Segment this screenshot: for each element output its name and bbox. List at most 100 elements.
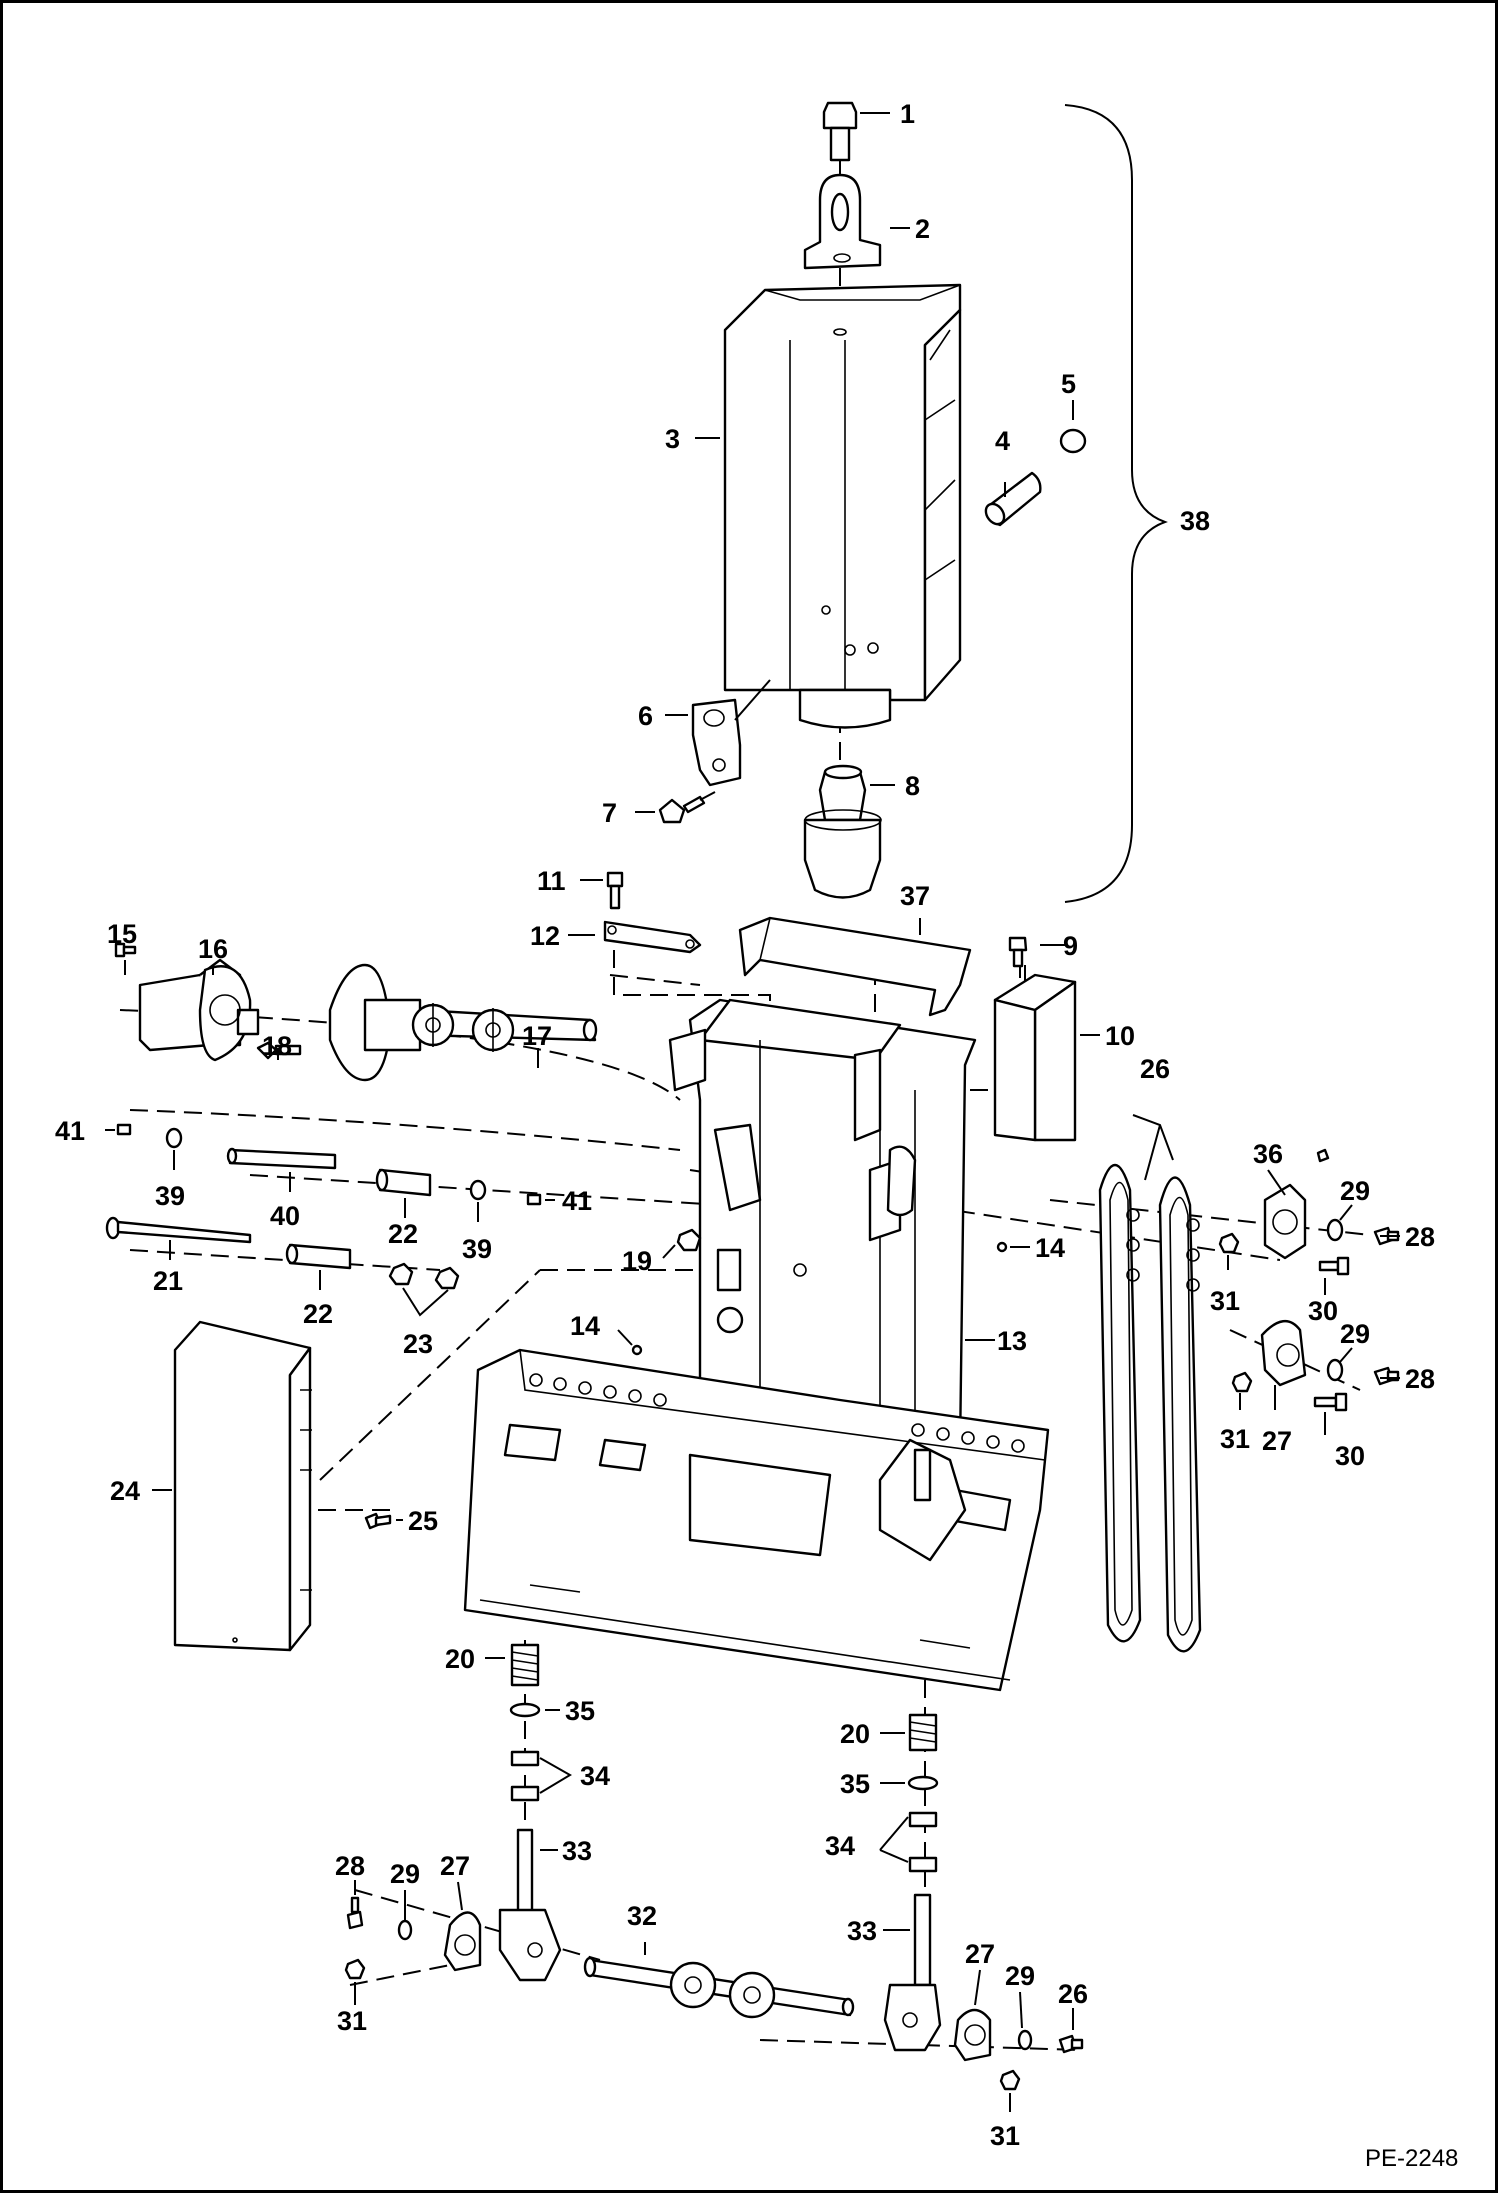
washer-35b[interactable] bbox=[907, 1775, 939, 1791]
callout-41a[interactable]: 41 bbox=[55, 1116, 85, 1146]
callout-29c[interactable]: 29 bbox=[390, 1859, 420, 1889]
callout-27b[interactable]: 27 bbox=[440, 1851, 470, 1881]
callout-33a[interactable]: 33 bbox=[562, 1836, 592, 1866]
callout-29d[interactable]: 29 bbox=[1005, 1961, 1035, 1991]
bolt-15[interactable] bbox=[114, 942, 137, 958]
shaft-40[interactable] bbox=[226, 1147, 337, 1170]
callout-41b[interactable]: 41 bbox=[562, 1186, 592, 1216]
plate-12[interactable] bbox=[603, 920, 702, 954]
callout-30a[interactable]: 30 bbox=[1308, 1296, 1338, 1326]
flange-bearing-27a[interactable] bbox=[1260, 1320, 1307, 1387]
washer-29a[interactable] bbox=[1326, 1218, 1344, 1242]
callout-30b[interactable]: 30 bbox=[1335, 1441, 1365, 1471]
angle-bracket-10[interactable] bbox=[993, 973, 1077, 1142]
nut-34c[interactable] bbox=[908, 1811, 938, 1828]
callout-11[interactable]: 11 bbox=[537, 866, 566, 896]
callout-27c[interactable]: 27 bbox=[965, 1939, 995, 1969]
callout-29b[interactable]: 29 bbox=[1340, 1319, 1370, 1349]
callout-33b[interactable]: 33 bbox=[847, 1916, 877, 1946]
callout-7[interactable]: 7 bbox=[602, 798, 617, 828]
callout-29a[interactable]: 29 bbox=[1340, 1176, 1370, 1206]
callout-21[interactable]: 21 bbox=[153, 1266, 183, 1296]
callout-17[interactable]: 17 bbox=[522, 1021, 552, 1051]
cover-37[interactable] bbox=[738, 916, 972, 1017]
nut-31d[interactable] bbox=[999, 2069, 1021, 2091]
bolt-28c[interactable] bbox=[346, 1896, 364, 1930]
callout-31d[interactable]: 31 bbox=[990, 2121, 1020, 2151]
bolt-11[interactable] bbox=[606, 871, 624, 910]
callout-31c[interactable]: 31 bbox=[337, 2006, 367, 2036]
bearing-36[interactable] bbox=[1263, 1148, 1330, 1260]
chain-26a[interactable] bbox=[1098, 1164, 1142, 1643]
callout-3[interactable]: 3 bbox=[665, 424, 680, 454]
callout-38[interactable]: 38 bbox=[1180, 506, 1210, 536]
callout-10[interactable]: 10 bbox=[1105, 1021, 1135, 1051]
callout-19[interactable]: 19 bbox=[622, 1246, 652, 1276]
motor-16[interactable] bbox=[138, 958, 260, 1062]
callout-37[interactable]: 37 bbox=[900, 881, 930, 911]
guard-24[interactable] bbox=[173, 1320, 312, 1652]
chain-26b[interactable] bbox=[1158, 1176, 1202, 1653]
callout-26b[interactable]: 26 bbox=[1058, 1979, 1088, 2009]
callout-28a[interactable]: 28 bbox=[1405, 1222, 1435, 1252]
callout-14a[interactable]: 14 bbox=[1035, 1233, 1065, 1263]
callout-28b[interactable]: 28 bbox=[1405, 1364, 1435, 1394]
set-screw-41a[interactable] bbox=[116, 1123, 132, 1136]
frame-13[interactable] bbox=[668, 998, 977, 1472]
set-screw-41b[interactable] bbox=[526, 1193, 542, 1206]
washer-29d[interactable] bbox=[1017, 2029, 1033, 2051]
callout-13[interactable]: 13 bbox=[997, 1326, 1027, 1356]
spacer-22b[interactable] bbox=[285, 1243, 352, 1270]
bolt-28b[interactable] bbox=[1373, 1366, 1400, 1386]
callout-4[interactable]: 4 bbox=[995, 426, 1010, 456]
callout-39a[interactable]: 39 bbox=[155, 1181, 185, 1211]
washer-35a[interactable] bbox=[509, 1702, 541, 1718]
callout-22a[interactable]: 22 bbox=[388, 1219, 418, 1249]
callout-20a[interactable]: 20 bbox=[445, 1644, 475, 1674]
callout-24[interactable]: 24 bbox=[110, 1476, 140, 1506]
bolt-7[interactable] bbox=[658, 791, 716, 824]
nut-23a[interactable] bbox=[388, 1262, 414, 1286]
callout-34a[interactable]: 34 bbox=[580, 1761, 610, 1791]
callout-32[interactable]: 32 bbox=[627, 1901, 657, 1931]
callout-31a[interactable]: 31 bbox=[1210, 1286, 1240, 1316]
fitting-14b[interactable] bbox=[631, 1344, 643, 1356]
callout-8[interactable]: 8 bbox=[905, 771, 920, 801]
callout-40[interactable]: 40 bbox=[270, 1201, 300, 1231]
bolt-25[interactable] bbox=[364, 1512, 392, 1530]
nut-31b[interactable] bbox=[1231, 1371, 1253, 1393]
bolt-1[interactable] bbox=[822, 101, 858, 162]
idler-shaft-32[interactable] bbox=[583, 1956, 855, 2019]
nut-31c[interactable] bbox=[344, 1958, 366, 1980]
washer-29b[interactable] bbox=[1326, 1358, 1344, 1382]
callout-35b[interactable]: 35 bbox=[840, 1769, 870, 1799]
callout-16[interactable]: 16 bbox=[198, 934, 228, 964]
spring-20b[interactable] bbox=[908, 1713, 938, 1752]
nut-23b[interactable] bbox=[434, 1266, 460, 1290]
plug-5[interactable] bbox=[1059, 428, 1087, 454]
tensioner-33b[interactable] bbox=[883, 1893, 942, 2052]
washer-29c[interactable] bbox=[397, 1919, 413, 1941]
flange-bearing-27c[interactable] bbox=[953, 2008, 992, 2062]
bracket-6[interactable] bbox=[691, 679, 771, 787]
lifting-eye-2[interactable] bbox=[803, 173, 882, 270]
spacer-22a[interactable] bbox=[375, 1168, 432, 1197]
callout-9[interactable]: 9 bbox=[1063, 931, 1078, 961]
callout-31b[interactable]: 31 bbox=[1220, 1424, 1250, 1454]
callout-22b[interactable]: 22 bbox=[303, 1299, 333, 1329]
tensioner-33a[interactable] bbox=[498, 1828, 562, 1982]
housing-3[interactable] bbox=[723, 283, 962, 729]
callout-18[interactable]: 18 bbox=[262, 1031, 292, 1061]
callout-39b[interactable]: 39 bbox=[462, 1234, 492, 1264]
fitting-14a[interactable] bbox=[996, 1241, 1008, 1253]
callout-1[interactable]: 1 bbox=[900, 99, 915, 129]
washer-39a[interactable] bbox=[165, 1127, 183, 1149]
long-bolt-21[interactable] bbox=[105, 1216, 252, 1244]
callout-23[interactable]: 23 bbox=[403, 1329, 433, 1359]
bolt-9[interactable] bbox=[1008, 936, 1028, 968]
bolt-18[interactable] bbox=[256, 1041, 302, 1060]
callout-26a[interactable]: 26 bbox=[1140, 1054, 1170, 1084]
callout-14b[interactable]: 14 bbox=[570, 1311, 600, 1341]
callout-6[interactable]: 6 bbox=[638, 701, 653, 731]
nut-34b[interactable] bbox=[510, 1785, 540, 1802]
